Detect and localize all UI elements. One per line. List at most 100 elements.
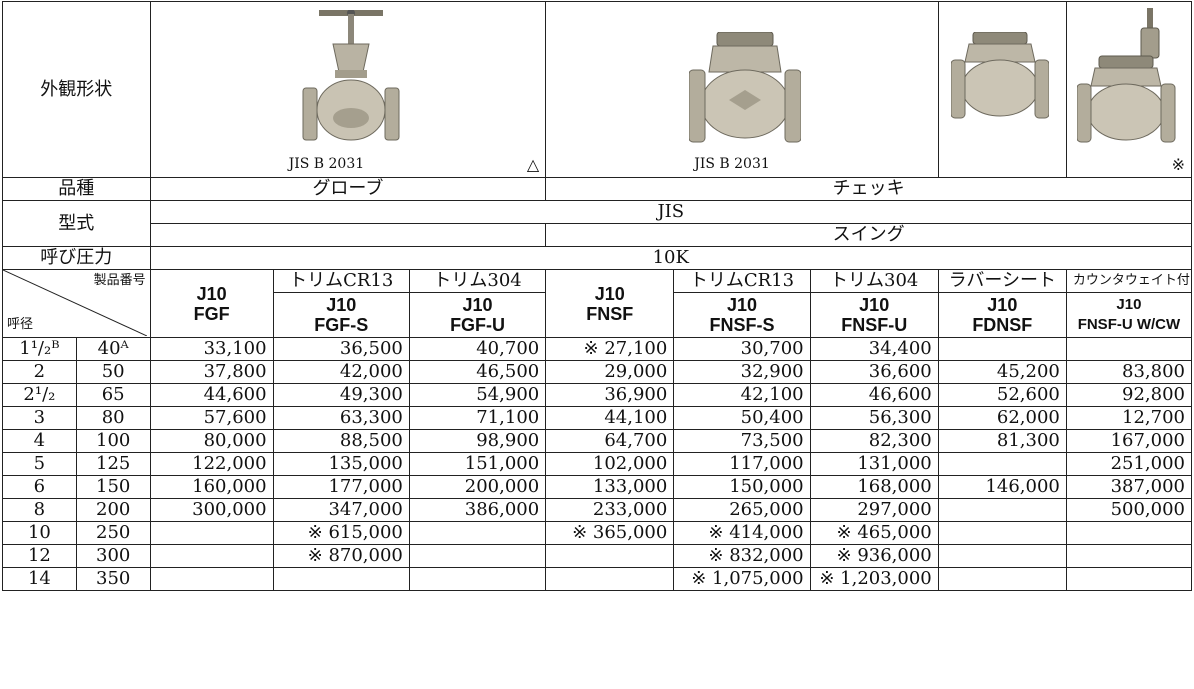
price-cell: 131,000 <box>809 452 939 476</box>
product-code-line: J10 <box>196 283 227 304</box>
price-cell: ※ 465,000 <box>809 521 939 545</box>
size-mm: 350 <box>75 567 151 591</box>
price-cell: 200,000 <box>408 475 547 499</box>
sub-col-7: カウンタウェイト付 <box>1065 269 1193 293</box>
sub-col-1: トリムCR13 <box>272 269 410 293</box>
price-cell: ※ 936,000 <box>809 544 939 568</box>
price-cell: ※ 365,000 <box>545 521 675 545</box>
price-cell: 44,600 <box>149 383 274 407</box>
price-cell <box>408 544 547 568</box>
product-code-line: J10 <box>859 295 890 315</box>
price-cell: 30,700 <box>673 337 811 361</box>
price-cell: 57,600 <box>149 406 274 430</box>
price-cell: 177,000 <box>272 475 410 499</box>
price-cell: 37,800 <box>149 360 274 384</box>
price-cell: 42,000 <box>272 360 410 384</box>
header-diagonal-cell: 製品番号 呼径 <box>2 269 151 338</box>
size-inch: 10 <box>2 521 77 545</box>
price-cell: 49,300 <box>272 383 410 407</box>
price-cell: 83,800 <box>1065 360 1193 384</box>
price-cell: 73,500 <box>673 429 811 453</box>
price-cell: 500,000 <box>1065 498 1193 522</box>
size-inch: 1¹/₂ᴮ <box>2 337 77 361</box>
product-code-line: J10 <box>326 295 357 315</box>
price-cell: 36,900 <box>545 383 675 407</box>
price-cell <box>937 544 1067 568</box>
price-cell: 151,000 <box>408 452 547 476</box>
price-cell: 92,800 <box>1065 383 1193 407</box>
size-mm: 300 <box>75 544 151 568</box>
price-cell: 167,000 <box>1065 429 1193 453</box>
size-mm: 50 <box>75 360 151 384</box>
price-cell <box>408 567 547 591</box>
size-inch: 3 <box>2 406 77 430</box>
price-cell: ※ 870,000 <box>272 544 410 568</box>
size-mm: 125 <box>75 452 151 476</box>
price-cell: 36,500 <box>272 337 410 361</box>
sub-col-2: トリム304 <box>408 269 547 293</box>
diagonal-line <box>3 270 147 336</box>
size-mm: 40ᴬ <box>75 337 151 361</box>
product-code-line: FNSF-S <box>709 315 775 335</box>
product-code-line: J10 <box>594 283 625 304</box>
price-cell: 300,000 <box>149 498 274 522</box>
size-mm: 100 <box>75 429 151 453</box>
price-cell: 160,000 <box>149 475 274 499</box>
price-cell <box>408 521 547 545</box>
product-code-line: J10 <box>1116 296 1142 313</box>
type-sub-empty <box>149 223 547 247</box>
price-cell: 32,900 <box>673 360 811 384</box>
price-cell <box>937 337 1067 361</box>
price-cell <box>937 498 1067 522</box>
rubber-seat-photo-cell <box>937 1 1067 178</box>
product-code-line: FNSF <box>586 303 634 324</box>
product-code-line: J10 <box>987 295 1018 315</box>
price-cell: 45,200 <box>937 360 1067 384</box>
counterweight-check-valve-image <box>1076 8 1176 143</box>
product-code-line: FGF-U <box>450 315 506 335</box>
size-inch: 14 <box>2 567 77 591</box>
product-code-line: FDNSF <box>972 315 1033 335</box>
swing-check-valve-image <box>689 32 802 143</box>
size-mm: 200 <box>75 498 151 522</box>
price-cell: 122,000 <box>149 452 274 476</box>
price-cell <box>545 567 675 591</box>
triangle-mark: △ <box>526 155 540 174</box>
price-cell: 36,600 <box>809 360 939 384</box>
type-value: JIS <box>149 200 1193 224</box>
price-cell: 71,100 <box>408 406 547 430</box>
sub-col-4: トリムCR13 <box>673 269 811 293</box>
size-inch: 5 <box>2 452 77 476</box>
size-inch: 2¹/₂ <box>2 383 77 407</box>
price-cell: 82,300 <box>809 429 939 453</box>
price-cell: 386,000 <box>408 498 547 522</box>
kind-check: チェッキ <box>545 177 1192 201</box>
price-cell: 46,500 <box>408 360 547 384</box>
price-cell <box>1065 337 1193 361</box>
price-cell: 98,900 <box>408 429 547 453</box>
price-cell: 168,000 <box>809 475 939 499</box>
price-cell: 233,000 <box>545 498 675 522</box>
price-cell <box>1065 567 1193 591</box>
size-inch: 2 <box>2 360 77 384</box>
product-code-line: FNSF-U W/CW <box>1077 316 1181 333</box>
price-cell: 12,700 <box>1065 406 1193 430</box>
price-cell: 29,000 <box>545 360 675 384</box>
price-cell <box>937 452 1067 476</box>
kind-globe: グローブ <box>149 177 547 201</box>
